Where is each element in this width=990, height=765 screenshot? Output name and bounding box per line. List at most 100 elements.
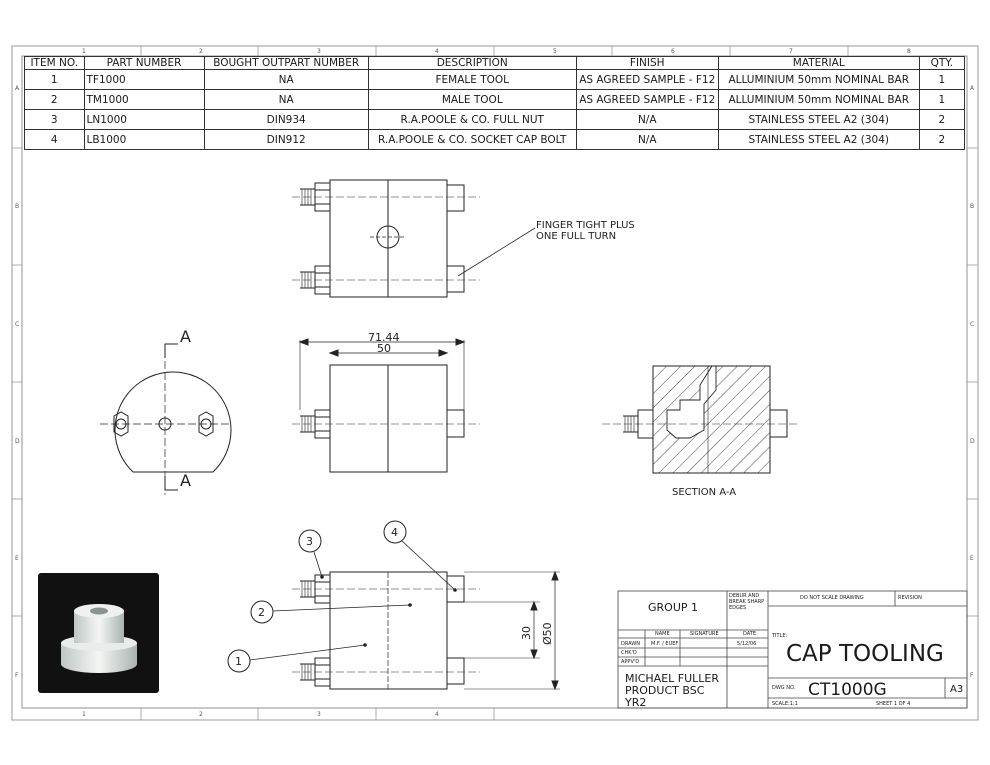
assembly-view [227, 520, 560, 691]
scale-label: SCALE:1:1 [772, 701, 798, 707]
balloon-2: 2 [258, 606, 265, 619]
bom-cell: NA [203, 69, 369, 90]
zone-row-d: D [15, 438, 20, 445]
inner-border [21, 55, 968, 709]
bom-header-bought-out: BOUGHT OUTPART NUMBER [203, 56, 369, 70]
revision-label: REVISION [898, 595, 922, 601]
bom-cell: LB1000 [83, 129, 205, 150]
checked-label: CHK'D [621, 650, 637, 656]
bom-cell: 1 [24, 69, 85, 90]
zone-row-e: E [15, 555, 19, 562]
sheet-size: A3 [950, 684, 964, 695]
bom-cell: 2 [24, 89, 85, 110]
dim-overall: 71.44 [368, 331, 400, 344]
zone-col-3-bottom: 3 [317, 711, 321, 718]
bom-cell: N/A [575, 129, 719, 150]
sheet-number: SHEET 1 OF 4 [876, 701, 911, 707]
section-letter-top: A [180, 327, 191, 346]
bom-header-row: ITEM NO. PART NUMBER BOUGHT OUTPART NUMB… [24, 56, 966, 70]
zone-col-8: 8 [907, 48, 911, 55]
bom-cell: TF1000 [83, 69, 205, 90]
bom-header-part-number: PART NUMBER [83, 56, 205, 70]
bom-cell: 2 [918, 109, 966, 130]
bom-header-qty: QTY. [918, 56, 966, 70]
drawn-date: 5/12/06 [737, 641, 757, 647]
zone-row-a-right: A [970, 85, 975, 92]
zone-row-b-right: B [970, 203, 974, 210]
bom-cell: AS AGREED SAMPLE - F12 [575, 69, 719, 90]
zone-row-a: A [15, 85, 20, 92]
balloon-3: 3 [306, 535, 313, 548]
bom-cell: N/A [575, 109, 719, 130]
drawing-number-label: DWG NO. [772, 685, 796, 691]
zone-col-3: 3 [317, 48, 321, 55]
bom-cell: 1 [918, 69, 966, 90]
zone-col-4-bottom: 4 [435, 711, 439, 718]
bom-cell: NA [203, 89, 369, 110]
note-line-1: FINGER TIGHT PLUS [536, 220, 635, 231]
front-view [292, 338, 480, 473]
zone-ticks [12, 46, 978, 720]
do-not-scale-note: DO NOT SCALE DRAWING [800, 595, 864, 601]
title-field-label: TITLE: [772, 633, 788, 639]
signature-header: SIGNATURE [690, 631, 719, 637]
dim-height: 30 [520, 626, 533, 640]
date-header: DATE [743, 631, 757, 637]
bom-cell: MALE TOOL [367, 89, 577, 110]
bom-cell: STAINLESS STEEL A2 (304) [717, 129, 920, 150]
bom-cell: DIN934 [203, 109, 369, 130]
bom-cell: FEMALE TOOL [367, 69, 577, 90]
table-row: 2 TM1000 NA MALE TOOL AS AGREED SAMPLE -… [24, 89, 966, 110]
zone-col-6: 6 [671, 48, 675, 55]
table-row: 3 LN1000 DIN934 R.A.POOLE & CO. FULL NUT… [24, 109, 966, 130]
author-name: MICHAEL FULLER [625, 672, 720, 685]
zone-col-1-bottom: 1 [82, 711, 86, 718]
bom-cell: R.A.POOLE & CO. SOCKET CAP BOLT [367, 129, 577, 150]
bom-cell: R.A.POOLE & CO. FULL NUT [367, 109, 577, 130]
bom-header-item-no: ITEM NO. [24, 56, 85, 70]
group-label: GROUP 1 [648, 601, 699, 614]
dim-diameter: Ø50 [541, 622, 554, 645]
bom-cell: STAINLESS STEEL A2 (304) [717, 109, 920, 130]
leader-dots [320, 575, 457, 647]
end-view [100, 343, 232, 495]
bom-cell: 1 [918, 89, 966, 110]
balloon-1: 1 [235, 655, 242, 668]
zone-col-2-bottom: 2 [199, 711, 203, 718]
bom-cell: ALLUMINIUM 50mm NOMINAL BAR [717, 69, 920, 90]
outer-border [11, 45, 979, 721]
bom-header-description: DESCRIPTION [367, 56, 577, 70]
zone-col-5: 5 [553, 48, 557, 55]
table-row: 1 TF1000 NA FEMALE TOOL AS AGREED SAMPLE… [24, 69, 966, 90]
product-photo [38, 573, 159, 693]
zone-row-e-right: E [970, 555, 974, 562]
drawn-name: M.F. / EUEF [651, 641, 679, 647]
bom-cell: LN1000 [83, 109, 205, 130]
approved-label: APPV'D [621, 659, 640, 665]
zone-row-c-right: C [970, 321, 974, 328]
name-header: NAME [655, 631, 670, 637]
zone-col-7: 7 [789, 48, 793, 55]
zone-col-4: 4 [435, 48, 439, 55]
bom-cell: 3 [24, 109, 85, 130]
zone-labels: 1 2 3 4 5 6 7 8 1 2 3 4 A B C D E F A B … [15, 48, 975, 718]
author-year: YR2 [625, 696, 647, 709]
bom-cell: DIN912 [203, 129, 369, 150]
zone-row-c: C [15, 321, 19, 328]
drawn-label: DRAWN [621, 641, 640, 647]
zone-row-f-right: F [970, 672, 974, 679]
zone-row-d-right: D [970, 438, 975, 445]
bom-cell: ALLUMINIUM 50mm NOMINAL BAR [717, 89, 920, 110]
cap-photo-image [61, 604, 137, 673]
drawing-number: CT1000G [808, 680, 887, 700]
title-block [617, 590, 968, 709]
zone-row-b: B [15, 203, 19, 210]
bom-cell: AS AGREED SAMPLE - F12 [575, 89, 719, 110]
deburr-note: DEBUR AND BREAK SHARP EDGES [729, 593, 765, 611]
top-view [292, 179, 536, 298]
bom-cell: TM1000 [83, 89, 205, 110]
bom-header-material: MATERIAL [717, 56, 920, 70]
note-line-2: ONE FULL TURN [536, 231, 616, 242]
table-row: 4 LB1000 DIN912 R.A.POOLE & CO. SOCKET C… [24, 129, 966, 150]
